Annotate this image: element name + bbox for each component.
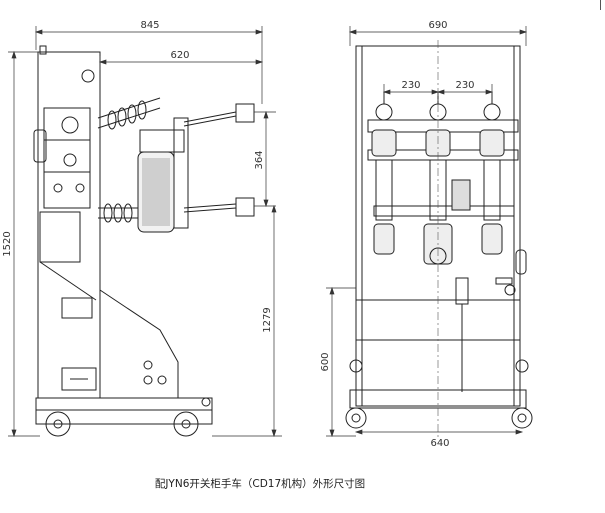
front-view [345,45,533,429]
dim-side-overall-width: 845 [140,20,159,31]
front-dimensions [326,26,528,438]
side-dimensions [8,26,282,438]
front-right-wheel [511,407,533,429]
dim-front-overall-width: 690 [428,20,447,31]
dim-front-wheel-span: 640 [430,438,449,449]
upper-bracket [139,129,185,153]
page-edge-mark [600,0,601,10]
dim-phase-spacing-left: 230 [401,80,420,91]
phase-right [479,92,505,255]
side-lower-support [99,289,179,399]
side-rear-wheel [45,411,71,437]
upper-terminal-arm [183,111,237,123]
upper-insulator [97,97,161,130]
side-rear-panel [37,51,101,399]
side-front-wheel [173,411,199,437]
side-handle [33,129,47,163]
front-left-wheel [345,407,367,429]
dim-side-total-height: 1520 [2,231,13,256]
side-top-tab [39,45,47,55]
dim-phase-spacing-right: 230 [455,80,474,91]
side-chassis [35,397,213,425]
drawing-caption: 配JYN6开关柜手车（CD17机构）外形尺寸图 [154,478,366,490]
dim-front-lower-height: 600 [320,352,331,371]
phase-left [371,92,397,255]
mechanism-box [43,107,91,209]
lower-terminal-arm [183,203,237,209]
lower-terminal [235,197,255,217]
side-label-plate [61,367,97,391]
side-view [33,45,255,437]
dim-side-terminal-height: 1279 [262,307,273,332]
dim-side-partial-width: 620 [170,50,189,61]
dim-terminal-spacing: 364 [254,150,265,169]
upper-terminal [235,103,255,123]
side-top-hole [81,69,95,83]
